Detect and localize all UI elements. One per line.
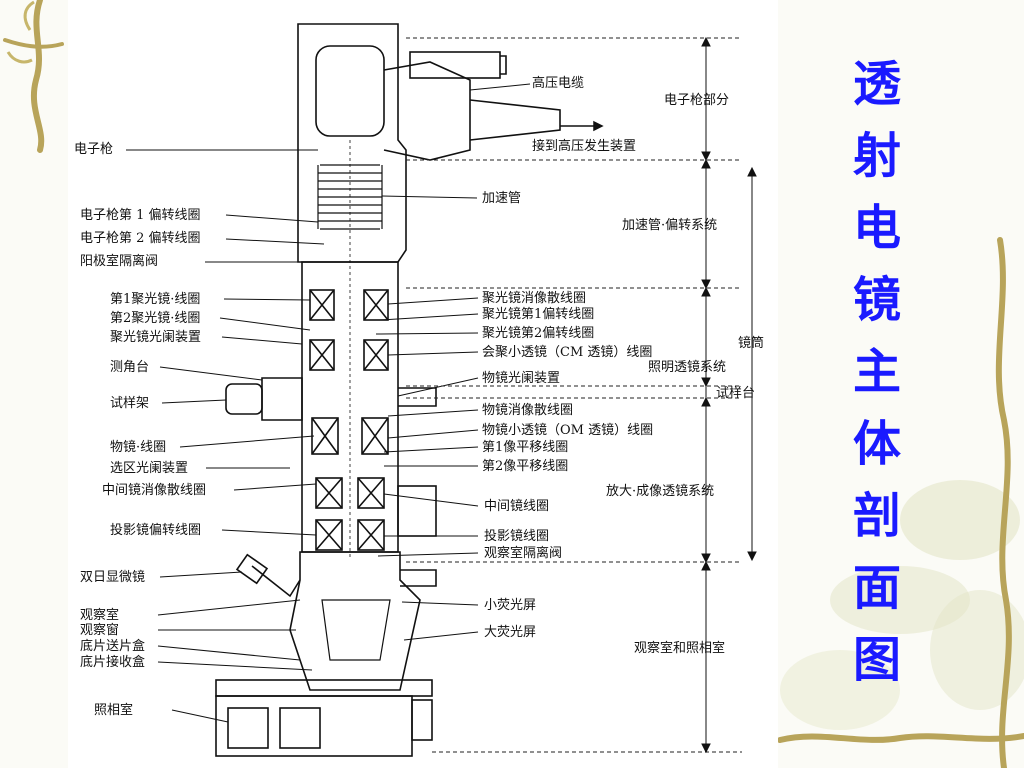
label-condenser-stigmator: 聚光镜消像散线圈 <box>482 291 587 306</box>
label-gun-deflection-coil-2: 电子枪第 2 偏转线圈 <box>80 231 201 246</box>
label-condenser-1-coil: 第1聚光镜·线圈 <box>110 292 201 307</box>
label-viewing-window: 观察窗 <box>80 623 120 638</box>
section-dividers <box>406 37 742 753</box>
section-magnification-imaging: 放大·成像透镜系统 <box>606 484 715 499</box>
label-electron-gun: 电子枪 <box>74 142 114 157</box>
label-film-supply-box: 底片送片盒 <box>80 639 146 654</box>
label-objective-aperture: 物镜光阑装置 <box>482 371 561 386</box>
label-viewing-chamber: 观察室 <box>80 608 120 623</box>
title-char: 体 <box>852 416 901 472</box>
title-char: 透 <box>852 56 901 112</box>
label-gun-deflection-coil-1: 电子枪第 1 偏转线圈 <box>80 208 201 223</box>
label-om-lens-coil: 物镜小透镜（OM 透镜）线圈 <box>482 423 654 438</box>
label-intermediate-lens: 中间镜线圈 <box>484 499 550 514</box>
label-anode-isolation-valve: 阳极室隔离阀 <box>80 254 159 269</box>
label-objective-stigmator: 物镜消像散线圈 <box>482 403 574 418</box>
title-char: 电 <box>852 200 901 256</box>
label-specimen-holder: 试样架 <box>110 396 150 411</box>
label-film-receive-box: 底片接收盒 <box>80 655 146 670</box>
title-char: 射 <box>852 128 901 184</box>
slide-title: 透射电镜主体剖面图 <box>840 48 914 696</box>
label-condenser-2-coil: 第2聚光镜·线圈 <box>110 311 201 326</box>
title-char: 主 <box>852 344 901 400</box>
gun-housing <box>297 23 407 263</box>
label-sad-aperture: 选区光阑装置 <box>110 461 189 476</box>
section-brackets <box>701 36 757 754</box>
label-viewing-isolation-valve: 观察室隔离阀 <box>484 546 563 561</box>
label-binocular: 双日显微镜 <box>80 570 146 585</box>
section-acceleration-deflection: 加速管·偏转系统 <box>622 218 718 233</box>
diagram-panel <box>68 0 778 768</box>
label-camera-chamber: 照相室 <box>94 703 134 718</box>
section-specimen-stage: 试样台 <box>716 386 756 401</box>
section-viewing-camera: 观察室和照相室 <box>634 641 726 656</box>
section-column: 镜筒 <box>738 336 765 351</box>
label-condenser-deflection-2: 聚光镜第2偏转线圈 <box>482 326 595 341</box>
left-vine-decoration <box>3 0 64 153</box>
title-char: 面 <box>852 560 901 616</box>
label-condenser-aperture: 聚光镜光阑装置 <box>110 330 202 345</box>
left-leader-lines <box>126 149 325 723</box>
label-cm-lens-coil: 会聚小透镜（CM 透镜）线圈 <box>482 345 653 360</box>
label-image-shift-1: 第1像平移线圈 <box>482 440 569 455</box>
section-electron-gun: 电子枪部分 <box>664 93 730 108</box>
title-char: 图 <box>852 632 901 688</box>
label-image-shift-2: 第2像平移线圈 <box>482 459 569 474</box>
right-leader-lines <box>375 83 531 641</box>
label-goniometer: 测角台 <box>110 360 150 375</box>
label-intermediate-stigmator: 中间镜消像散线圈 <box>102 483 207 498</box>
title-char: 剖 <box>852 488 901 544</box>
label-projector-deflection-coil: 投影镜偏转线圈 <box>110 523 202 538</box>
label-hv-cable: 高压电缆 <box>532 76 585 91</box>
section-illumination: 照明透镜系统 <box>648 360 727 375</box>
label-projector-lens: 投影镜线圈 <box>484 529 550 544</box>
label-condenser-deflection-1: 聚光镜第1偏转线圈 <box>482 307 595 322</box>
label-objective-coil: 物镜·线圈 <box>110 440 167 455</box>
label-accelerating-tube: 加速管 <box>482 191 522 206</box>
title-char: 镜 <box>852 272 901 328</box>
label-to-hv-generator: 接到高压发生装置 <box>532 139 637 154</box>
label-large-screen: 大荧光屏 <box>484 625 537 640</box>
label-small-screen: 小荧光屏 <box>484 598 537 613</box>
